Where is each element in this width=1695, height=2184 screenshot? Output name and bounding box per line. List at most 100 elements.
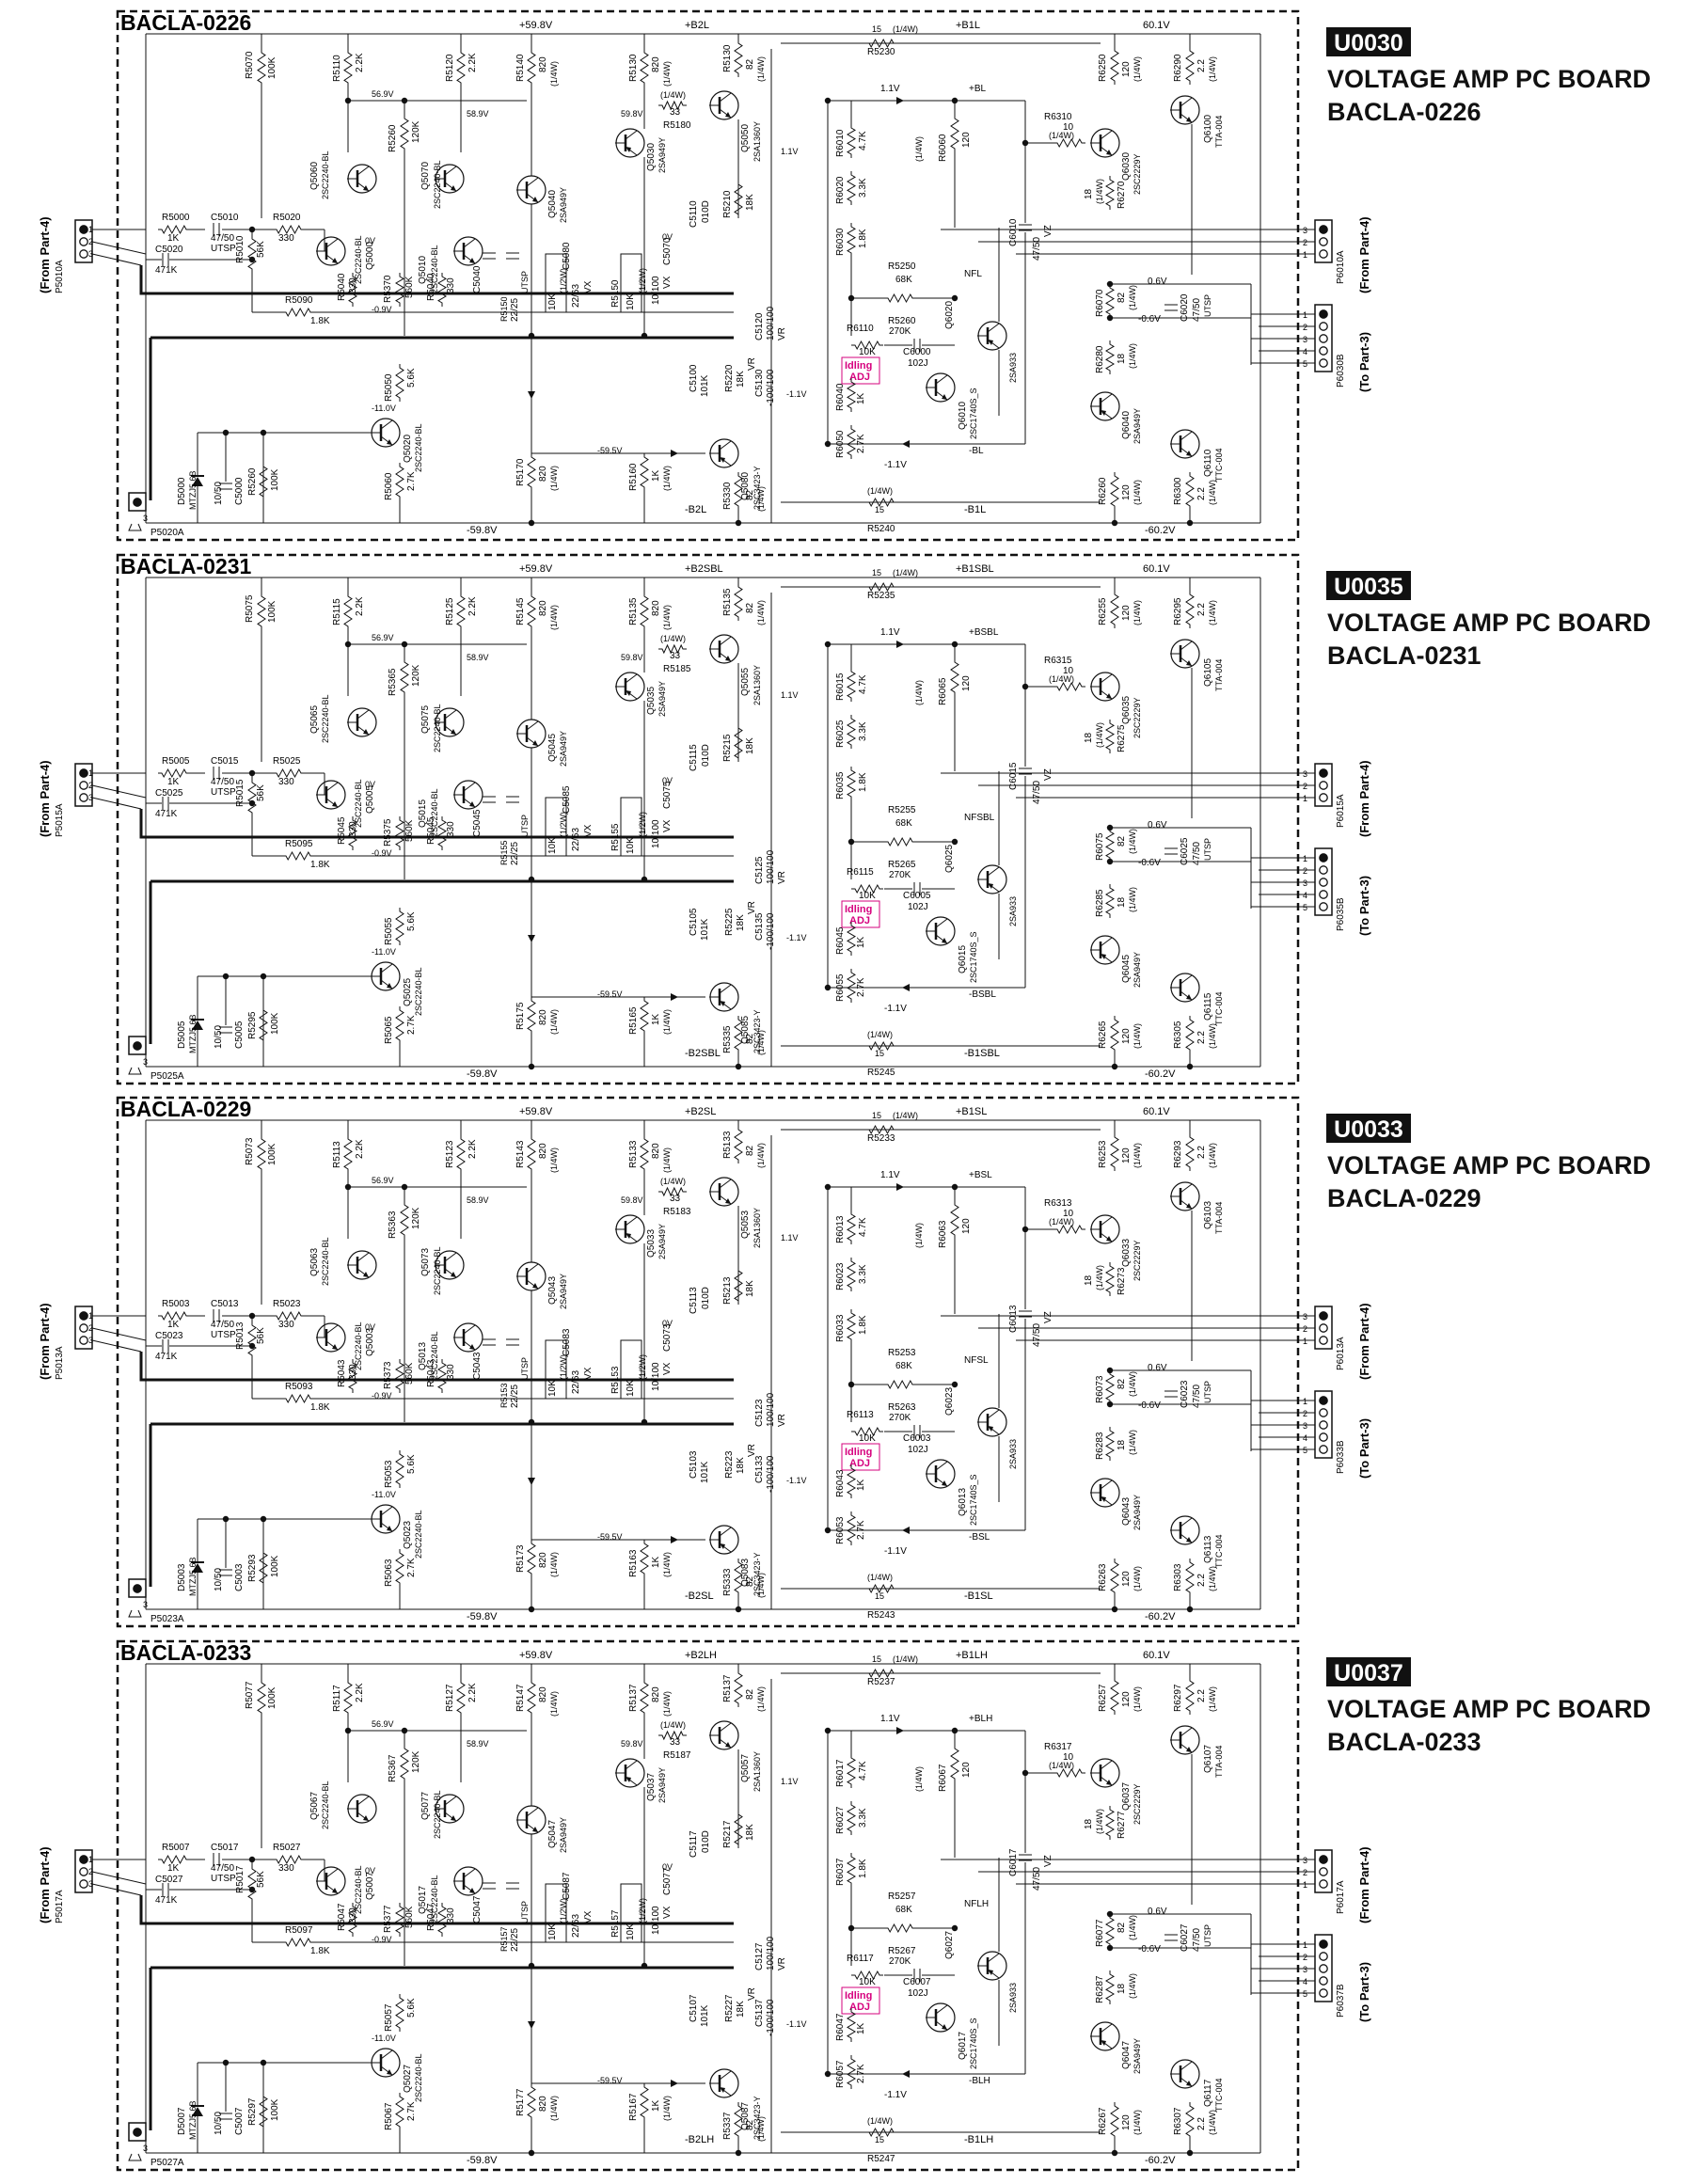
pin-number: 1 [1303, 1397, 1307, 1406]
transistor-symbol [453, 236, 483, 266]
resistor-value: 82 [745, 1688, 755, 1700]
connector-ref: P6033B [1336, 1440, 1346, 1474]
junction-dot [641, 1962, 648, 1970]
resistor-symbol [734, 1670, 743, 1707]
resistor-symbol [851, 1426, 883, 1437]
idling-adj-box[interactable] [841, 1986, 880, 2015]
resistor-value: 100K [267, 1143, 277, 1165]
pin-number: 4 [1303, 1977, 1307, 1986]
resistor-symbol [282, 850, 314, 862]
resistor-value: 820 [651, 1143, 661, 1159]
capacitor-value: 10/100 [651, 819, 661, 848]
transistor-symbol [1170, 973, 1200, 1003]
connector-pin [1319, 1879, 1328, 1889]
resistor-wattage: (1/4W) [1133, 480, 1142, 505]
resistor-value: 330 [446, 277, 456, 293]
idling-adj-box[interactable] [841, 1443, 880, 1471]
resistor-value: 820 [538, 1552, 548, 1568]
transistor-ref: Q5055 [740, 668, 751, 696]
capacitor-symbol [1164, 847, 1178, 855]
junction-dot [528, 332, 535, 340]
pin-number: 3 [1303, 1856, 1307, 1865]
resistor-symbol [851, 883, 883, 894]
rail-label: -60.2V [1145, 2155, 1176, 2166]
resistor-symbol [734, 1126, 743, 1163]
arrow-icon [902, 1527, 910, 1534]
transistor-type: 2SC1740S_S [969, 1474, 978, 1526]
idling-adj-box[interactable] [841, 900, 880, 928]
node-voltage: 1.1V [781, 690, 799, 700]
resistor-value: 56K [256, 241, 266, 258]
capacitor-symbol [162, 253, 169, 266]
resistor-symbol [1185, 2102, 1195, 2140]
resistor-value: 820 [651, 600, 661, 616]
junction-dot [1111, 1063, 1118, 1070]
resistor-symbol [847, 124, 856, 158]
transistor-ref: Q5040 [547, 190, 558, 218]
transistor-ref: Q5025 [403, 978, 413, 1006]
resistor-symbol [395, 1994, 404, 2032]
resistor-ref: R6077 [1095, 1919, 1105, 1947]
resistor-ref: R5130 [722, 44, 733, 72]
connector-pin [79, 1879, 88, 1889]
capacitor-type: UTSP [211, 1330, 236, 1340]
resistor-value: 1K [856, 392, 866, 404]
capacitor-ref: C5003 [234, 1563, 245, 1591]
rail-label: -B1LH [964, 2134, 993, 2145]
resistor-symbol [1110, 1133, 1119, 1171]
transistor-symbol [709, 634, 739, 664]
connector-direction: (From Part-4) [38, 1303, 52, 1380]
capacitor-value: 22/63 [571, 828, 581, 851]
capacitor-symbol [913, 339, 921, 352]
idling-adj-label: ADJ [849, 372, 870, 383]
resistor-ref: R5140 [515, 54, 526, 82]
resistor-ref: R6287 [1095, 1975, 1105, 2003]
capacitor-value: 47/50 [1192, 1928, 1202, 1952]
transistor-symbol [709, 1177, 739, 1207]
pin-number: 3 [88, 1336, 93, 1345]
resistor-value: 120 [1121, 1147, 1132, 1163]
resistor-symbol [343, 49, 353, 87]
resistor-symbol [348, 816, 357, 850]
pin-number: 1 [1303, 1880, 1307, 1890]
ground-icon [128, 1609, 142, 1618]
resistor-value: 68K [895, 818, 912, 829]
resistor-ref: R5145 [515, 597, 526, 625]
resistor-ref: R5230 [867, 47, 895, 57]
transistor-ref: Q6013 [958, 1488, 968, 1516]
node-voltage: 1.1V [880, 84, 900, 94]
resistor-ref: R6023 [835, 1262, 846, 1290]
transistor-ref: Q5060 [309, 162, 320, 190]
resistor-value: 10K [547, 837, 558, 854]
resistor-value: 1.8K [858, 1315, 868, 1335]
junction-dot [1111, 2149, 1118, 2157]
resistor-value: 3.3K [858, 721, 868, 741]
resistor-value: 820 [538, 1009, 548, 1025]
junction-dot [1186, 519, 1194, 527]
capacitor-value: 101K [700, 2004, 710, 2027]
resistor-wattage: (1/4W) [756, 1030, 766, 1055]
capacitor-ref: R5150 [499, 296, 509, 322]
resistor-wattage: (1/4W) [1049, 1761, 1074, 1770]
connector-pin [1319, 237, 1328, 246]
junction-dot [735, 1606, 742, 1613]
resistor-symbol [527, 1135, 536, 1173]
idling-adj-box[interactable] [841, 356, 880, 385]
transistor-symbol [926, 1459, 956, 1489]
capacitor-type: UTSP [520, 1901, 530, 1923]
diode-ref: D5007 [177, 2107, 187, 2135]
transistor-type: 2SC2240-BL [354, 1865, 363, 1914]
pin-number: 5 [1303, 1446, 1307, 1455]
vx-resistor-box [545, 1339, 567, 1400]
resistor-value: 330 [446, 1907, 456, 1923]
resistor-ref: R6027 [835, 1806, 846, 1834]
resistor-ref: R6063 [938, 1220, 948, 1248]
connector-pin [1319, 322, 1328, 331]
arrow-icon [896, 1727, 904, 1734]
resistor-ref: R6295 [1173, 597, 1183, 625]
pin-number: 3 [1303, 769, 1307, 779]
transistor-symbol [516, 175, 547, 205]
resistor-ref: R5055 [384, 917, 394, 945]
pin-number: 3 [143, 1600, 148, 1609]
resistor-value: 120 [961, 675, 972, 691]
